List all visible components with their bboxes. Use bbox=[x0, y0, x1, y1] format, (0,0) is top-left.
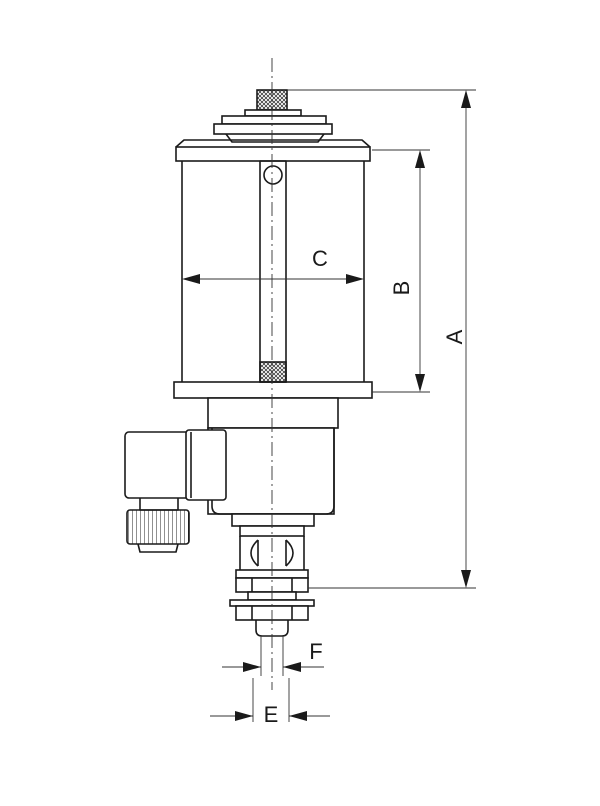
dimension-c-label: C bbox=[312, 246, 328, 271]
electrical-connector bbox=[124, 429, 227, 511]
dimension-c bbox=[182, 274, 364, 284]
cable-gland-nut bbox=[126, 509, 190, 553]
dimension-a-label: A bbox=[442, 329, 467, 344]
reservoir-cylinder bbox=[173, 161, 373, 399]
dimension-b bbox=[372, 149, 430, 393]
dimension-b-label: B bbox=[389, 281, 414, 296]
pump-body bbox=[207, 397, 339, 515]
dimension-a bbox=[287, 89, 476, 589]
top-cap bbox=[175, 109, 371, 162]
level-indicator-tube bbox=[259, 160, 287, 383]
dimension-f-label: F bbox=[309, 639, 322, 664]
dimension-e-label: E bbox=[264, 702, 279, 727]
dimension-e bbox=[210, 678, 330, 722]
dimension-f bbox=[222, 636, 324, 676]
